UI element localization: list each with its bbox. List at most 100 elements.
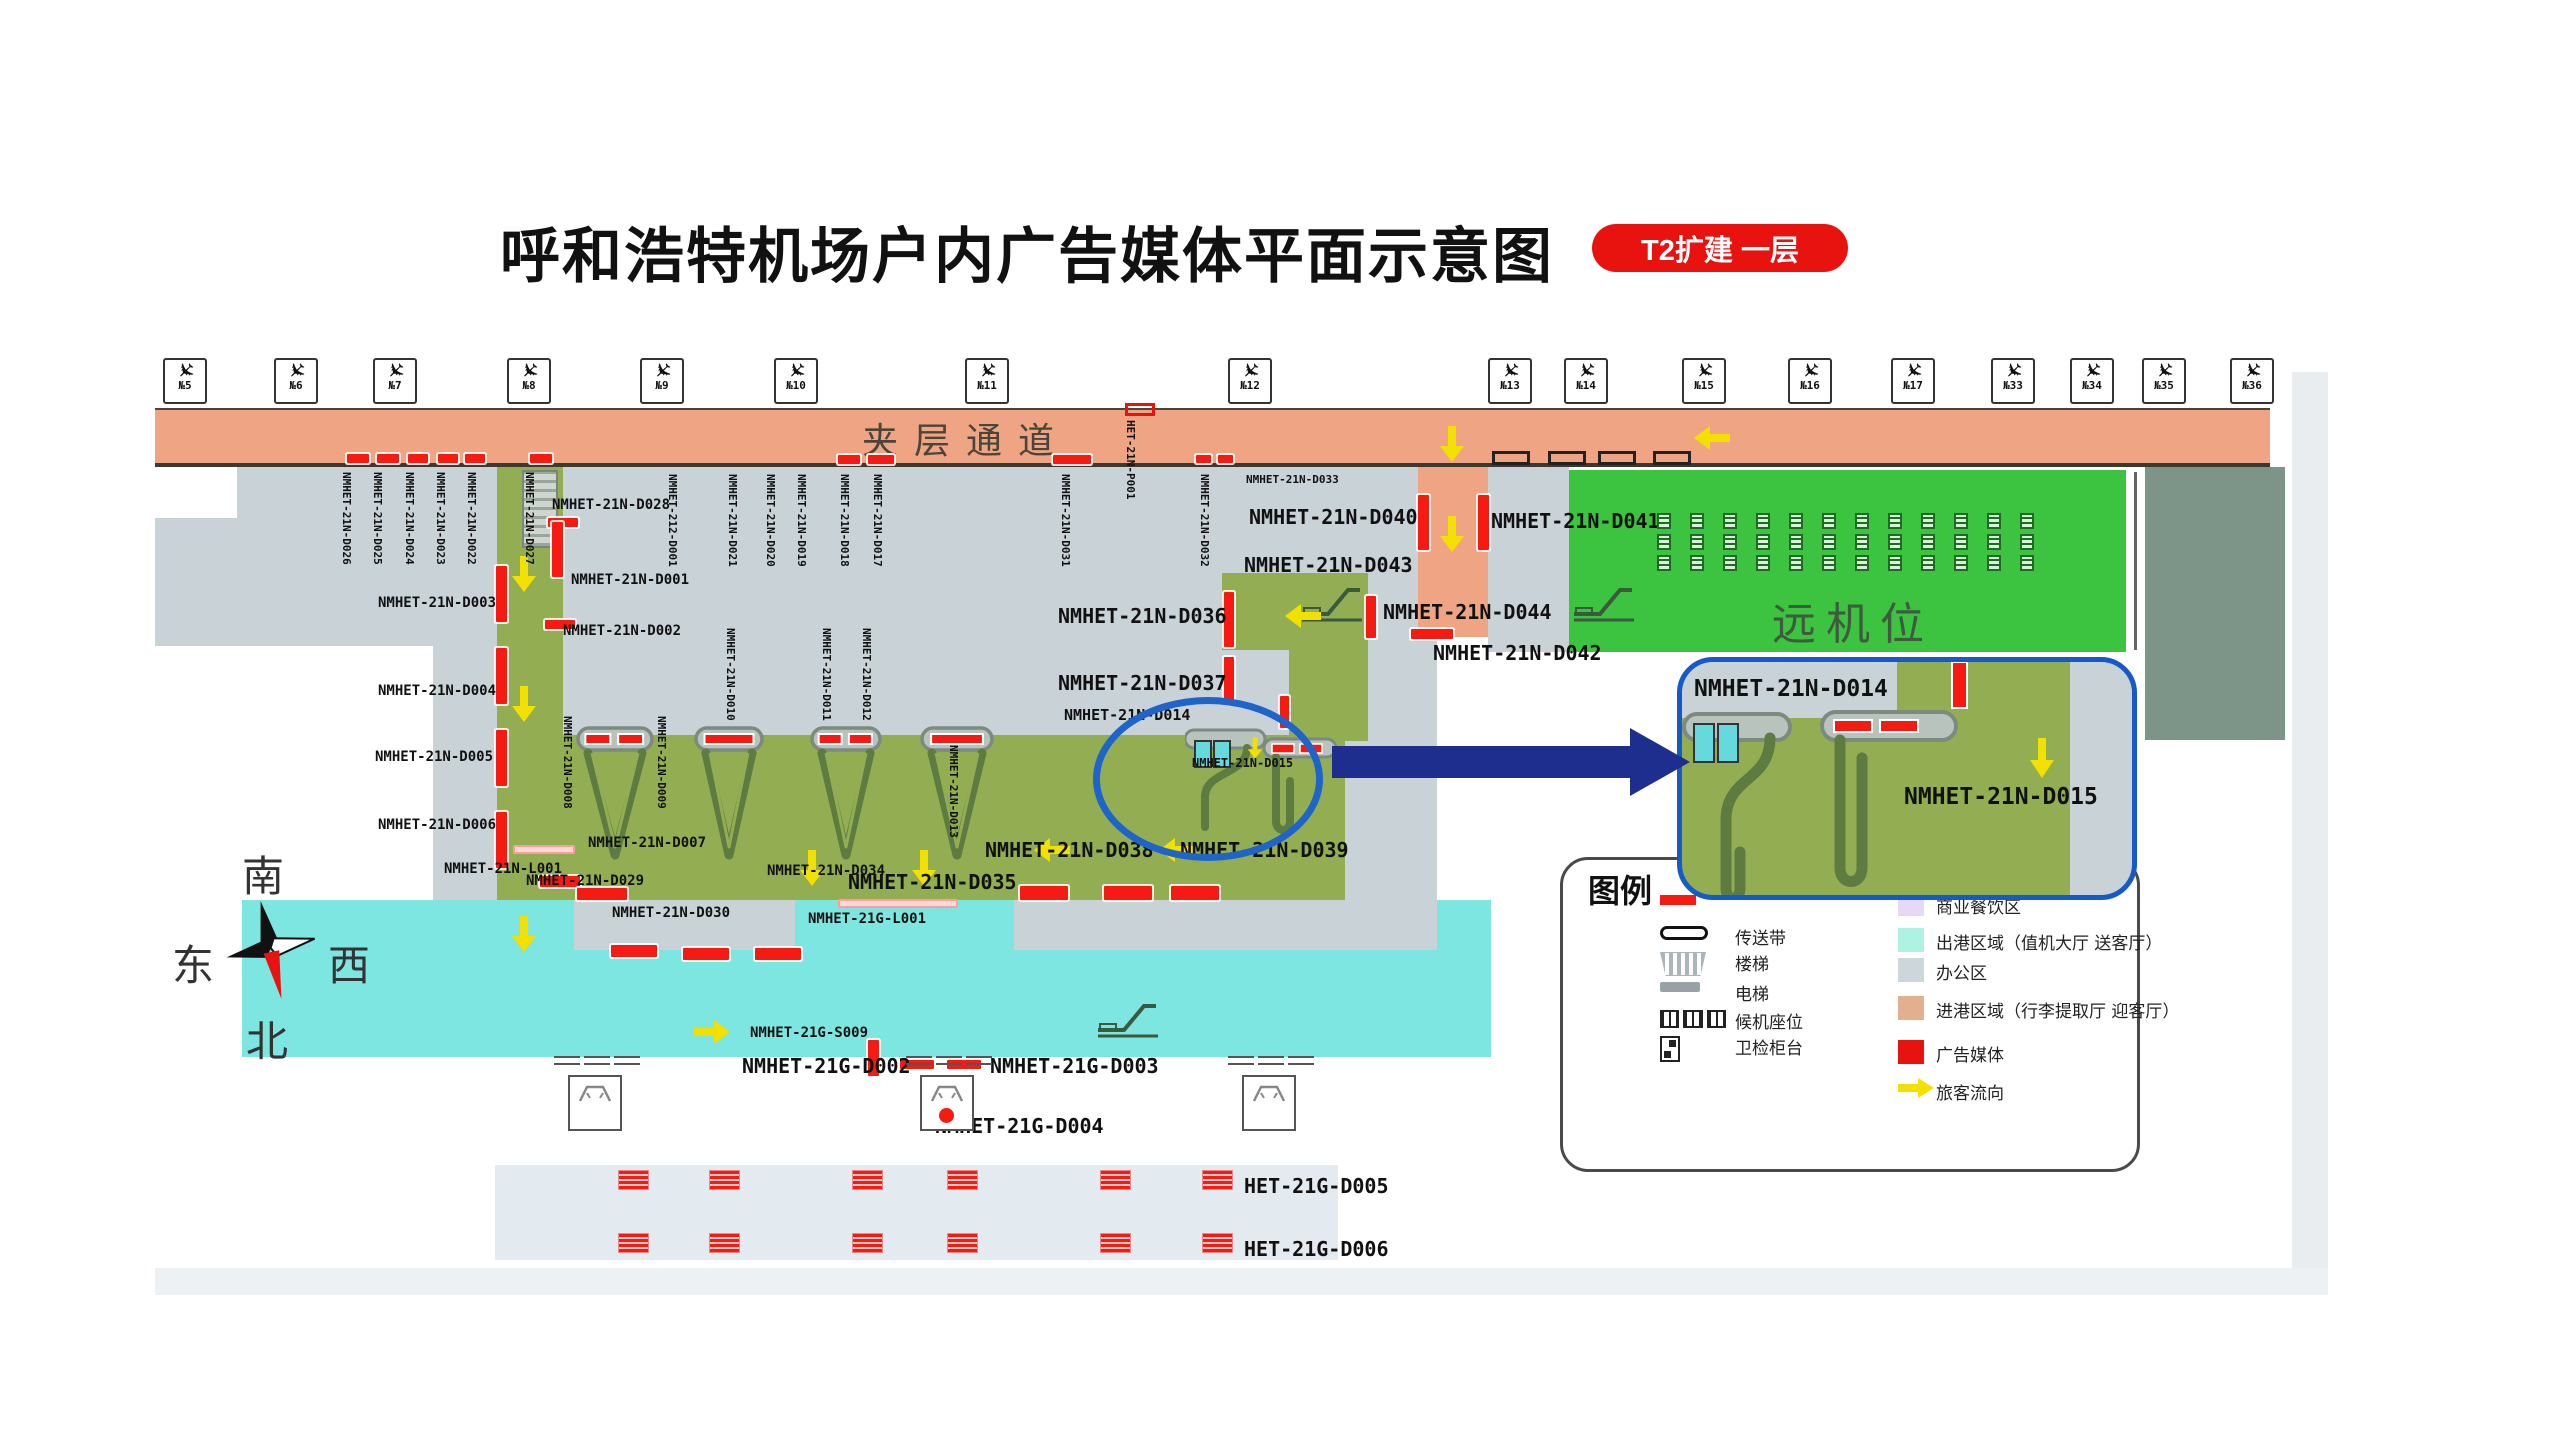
media-code-label-vertical: NMHET-21N-D027 [523,472,536,565]
ad-media-dash [755,948,801,960]
seat-row-icon [1657,534,1671,550]
flow-arrow-icon [1694,426,1730,450]
seat-row-icon [1855,555,1869,571]
door-outline [1598,451,1636,465]
legend-label: 商业餐饮区 [1936,898,2021,918]
legend-label: 电梯 [1735,985,1769,1005]
mezzanine-band [155,408,2270,467]
media-code-label: NMHET-21N-D029 [526,873,645,889]
ad-media-dash [1104,886,1152,900]
legend-label: 广告媒体 [1936,1046,2004,1066]
ad-media-dash [868,455,894,464]
gate-number: №15 [1694,379,1714,392]
ad-media-block [618,1170,649,1190]
ad-media-dash [347,454,369,463]
media-code-label-vertical: NMHET-21N-D019 [795,474,808,567]
media-code-label: NMHET-21N-D035 [848,870,1017,894]
gate-sign: ✈ №11 [965,355,1009,404]
seat-row-icon [1723,555,1737,571]
ad-media-dash [1053,455,1091,464]
conveyor-legend-icon [1660,926,1708,940]
media-code-label: NMHET-21N-D037 [1058,671,1227,695]
ad-media-bar [1418,495,1429,550]
seat-row-icon [1855,534,1869,550]
legend-box [1560,857,2140,1172]
media-code-label: NMHET-21N-D001 [571,572,690,588]
seat-row-icon [1723,534,1737,550]
inset-gray-right [2070,662,2132,895]
gate-sign: ✈ №13 [1488,355,1532,404]
legend-label: 候机座位 [1735,1013,1803,1033]
seat-row-icon [1987,555,2001,571]
stairs-icon [522,470,558,548]
media-code-label: NMHET-21N-L001 [444,861,563,877]
wall-line [2134,472,2137,650]
ad-media-dash [408,454,428,463]
flow-arrow-legend-icon [1898,1078,1934,1098]
inset-gray-topleft [1682,662,1897,718]
seat-row-icon [1789,513,1803,529]
queue-ticks [1258,1056,1284,1065]
gate-sign: ✈ №14 [1564,355,1608,404]
airplane-icon: ✈ [379,354,411,386]
zoom-inset-panel: NMHET-21N-D014 NMHET-21N-D015 [1677,657,2137,900]
seats-legend-icon [1660,1010,1726,1028]
door-outline [1492,451,1530,465]
media-code-label-vertical: NMHET-212-D001 [666,474,679,567]
media-code-label: NMHET-21G-D003 [990,1054,1159,1078]
gate-sign: ✈ №5 [163,355,207,404]
seat-row-icon [1954,513,1968,529]
gate-number: №34 [2082,379,2102,392]
media-code-label-vertical: NMHET-21N-D020 [764,474,777,567]
ad-media-dash [530,454,552,463]
door-outline [1653,451,1691,465]
ad-media-dash [683,948,729,960]
red-dot [939,1108,954,1123]
ad-media-bar [1366,596,1376,638]
mezzanine-label: 夹层通道 [862,421,1071,462]
media-code-label-vertical: NMHET-21N-D024 [403,472,416,565]
legend-label: 楼梯 [1735,955,1769,975]
lounge-structure [810,725,882,865]
gate-number: №35 [2154,379,2174,392]
ad-media-dash [545,620,575,629]
media-code-label: NMHET-21G-D002 [742,1054,911,1078]
compass-west-label: 西 [328,941,371,990]
queue-ticks [614,1056,640,1065]
gate-number: №6 [289,379,303,392]
gray-on-cyan-right [1014,900,1437,950]
media-code-label-vertical: NMHET-21N-D025 [371,472,384,565]
media-code-label-vertical: NMHET-21N-D017 [871,474,884,567]
swatch-legend-icon [1898,1040,1924,1064]
gate-sign: ✈ №9 [640,355,684,404]
callout-arrow [1332,746,1632,778]
media-code-label: NMHET-21G-S009 [750,1025,869,1041]
seat-row-icon [1723,513,1737,529]
flow-arrow-icon [800,850,824,886]
queue-ticks [554,1056,580,1065]
media-code-label: NMHET-21N-D034 [767,863,886,879]
media-code-label-vertical: NMHET-21N-D023 [434,472,447,565]
gate-number: №36 [2242,379,2262,392]
flow-arrow-icon [694,1020,730,1044]
compass-east-label: 东 [172,941,215,990]
media-code-label: NMHET-21N-D028 [552,497,671,513]
gate-number: №14 [1576,379,1596,392]
remote-stands-label: 远机位 [1772,599,1934,650]
seat-row-icon [1888,534,1902,550]
callout-arrow-head [1630,728,1690,796]
flow-arrow-icon [912,850,936,886]
media-code-label-vertical: NMHET-21N-D010 [724,628,737,721]
ad-media-bar [1280,696,1289,728]
legend-title: 图例 [1588,872,1653,910]
lounge-structure [920,725,994,865]
concourse-column [1289,646,1368,741]
callout-ellipse [1093,697,1323,861]
ad-media-bar [1224,657,1234,701]
page-title: 呼和浩特机场户内广告媒体平面示意图 [500,222,1554,292]
gate-number: №33 [2003,379,2023,392]
flow-arrow-icon [1034,838,1070,862]
ad-media-bar [1478,495,1489,550]
ad-media-dash [1020,886,1068,900]
